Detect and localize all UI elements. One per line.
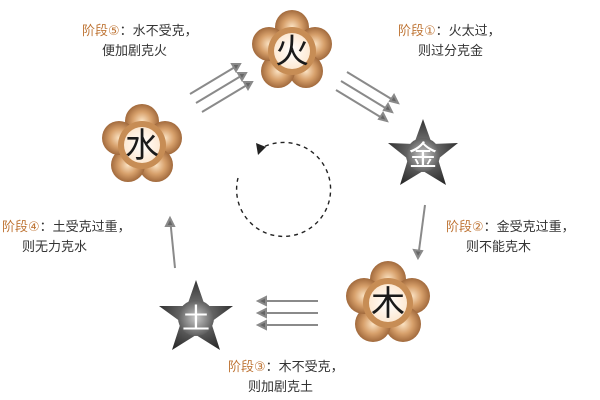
arrow-fire-to-metal (335, 71, 400, 123)
stage-3-line1: ：木不受克， (265, 360, 344, 375)
stage-3-label: 阶段③：木不受克， 则加剧克土 (228, 358, 344, 398)
stage-1-label: 阶段①：火太过， 则过分克金 (398, 22, 501, 62)
stage-3-line2: 则加剧克土 (248, 380, 314, 395)
stage-4-label: 阶段④：土受克过重， 则无力克水 (2, 218, 131, 258)
metal-label: 金 (409, 139, 437, 172)
arrow-earth-to-water (164, 215, 176, 269)
arrow-water-to-fire (189, 63, 254, 113)
stage-4-line1: ：土受克过重， (39, 220, 131, 235)
cycle-arrow (235, 141, 332, 238)
stage-2-line1: ：金受克过重， (483, 220, 575, 235)
wood-label: 木 (371, 284, 405, 324)
stage-2-tag: 阶段② (446, 220, 484, 235)
fire-label: 火 (275, 32, 309, 72)
stage-2-line2: 则不能克木 (466, 240, 532, 255)
stage-2-label: 阶段②：金受克过重， 则不能克木 (446, 218, 575, 258)
stage-1-line1: ：火太过， (435, 24, 501, 39)
arrow-metal-to-wood (412, 204, 426, 261)
metal-node: 金 (388, 119, 458, 185)
stage-5-line2: 便加剧克火 (102, 44, 168, 59)
stage-3-tag: 阶段③ (228, 360, 266, 375)
stage-5-tag: 阶段⑤ (82, 24, 120, 39)
earth-label: 土 (182, 302, 210, 335)
stage-4-line2: 则无力克水 (22, 240, 88, 255)
stage-1-tag: 阶段① (398, 24, 436, 39)
water-node: 水 (102, 104, 182, 182)
stage-4-tag: 阶段④ (2, 220, 40, 235)
stage-1-line2: 则过分克金 (418, 44, 484, 59)
stage-5-line1: ：水不受克， (119, 24, 198, 39)
fire-node: 火 (252, 10, 332, 88)
arrow-wood-to-earth (255, 295, 318, 331)
stage-5-label: 阶段⑤：水不受克， 便加剧克火 (82, 22, 198, 62)
water-label: 水 (125, 126, 159, 166)
wood-node: 木 (346, 261, 430, 342)
earth-node: 土 (159, 280, 233, 350)
